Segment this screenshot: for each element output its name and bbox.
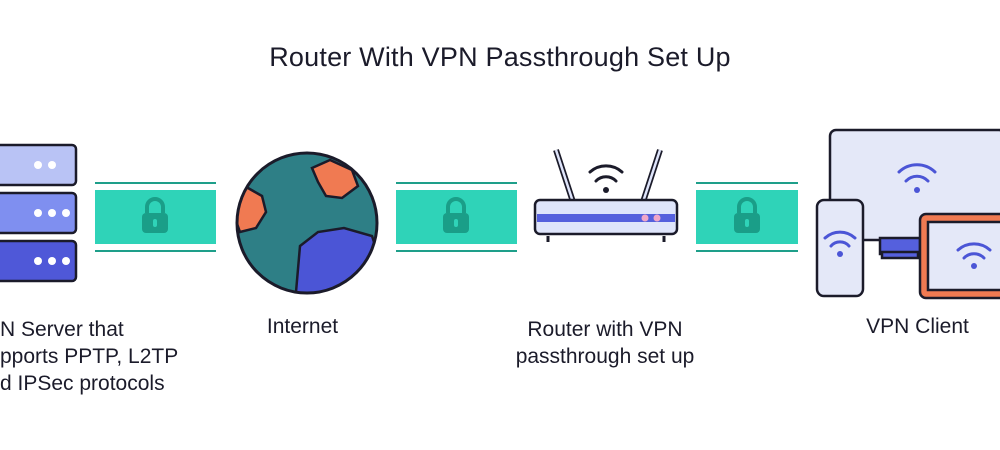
- monitor-icon: [828, 128, 1000, 260]
- lock-icon: [142, 197, 168, 233]
- server-caption-line-2: pports PPTP, L2TP: [0, 345, 179, 368]
- router-caption-line-2: passthrough set up: [515, 345, 695, 368]
- wifi-icon: [823, 230, 857, 257]
- tunnel-internet-router: [396, 182, 517, 252]
- lock-icon: [734, 197, 760, 233]
- globe-icon: [235, 151, 379, 295]
- tunnel-server-internet: [95, 182, 216, 252]
- server-caption-line-1: N Server that: [0, 318, 124, 341]
- tunnel-router-client: [696, 182, 798, 252]
- client-caption: VPN Client: [866, 315, 969, 338]
- server-caption-line-3: d IPSec protocols: [0, 372, 165, 395]
- internet-caption: Internet: [266, 315, 339, 338]
- wifi-icon: [897, 163, 937, 193]
- lock-icon: [443, 197, 469, 233]
- server-caption: N Server that pports PPTP, L2TP d IPSec …: [0, 316, 179, 397]
- phone-icon: [815, 198, 865, 298]
- wifi-icon: [956, 242, 992, 269]
- router-caption-line-1: Router with VPN: [527, 318, 683, 341]
- router-icon: [533, 149, 679, 242]
- wifi-icon: [588, 164, 624, 193]
- router-caption: Router with VPN passthrough set up: [485, 316, 725, 370]
- server-rack-icon: [0, 143, 78, 283]
- diagram-title: Router With VPN Passthrough Set Up: [269, 42, 731, 72]
- tablet-icon: [918, 212, 1000, 300]
